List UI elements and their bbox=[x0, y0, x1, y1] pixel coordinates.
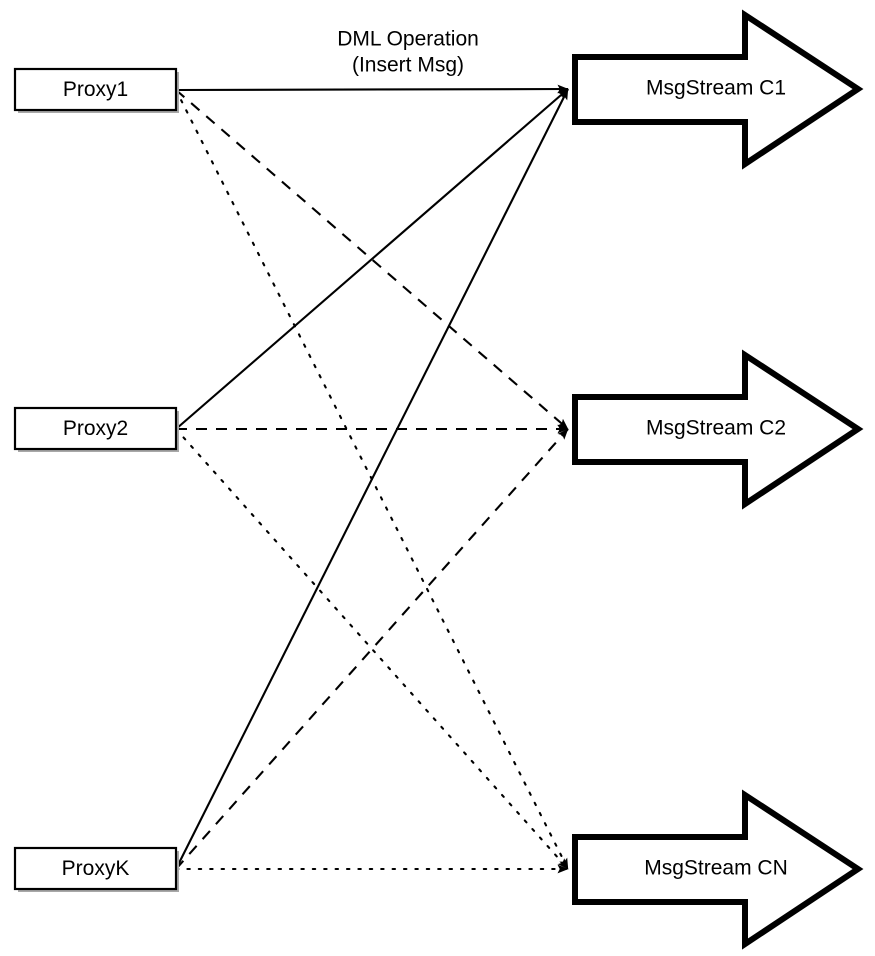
links-layer bbox=[174, 84, 570, 874]
proxy-box bbox=[13, 846, 178, 891]
block-arrow-icon bbox=[572, 9, 864, 170]
proxy-node-proxy2[interactable]: Proxy2 bbox=[13, 406, 179, 452]
message-stream-label: MsgStream C2 bbox=[646, 417, 786, 440]
message-stream-label: MsgStream CN bbox=[644, 857, 788, 880]
link-line-dashed bbox=[175, 89, 569, 430]
message-streams-layer: MsgStream C1 MsgStream C2 MsgStream CN bbox=[572, 9, 864, 950]
link-proxy2-to-cn bbox=[174, 427, 570, 871]
proxy-label: Proxy2 bbox=[63, 417, 128, 440]
message-stream-msgstream-cn[interactable]: MsgStream CN bbox=[572, 789, 864, 950]
proxy-node-proxyk[interactable]: ProxyK bbox=[13, 846, 179, 892]
proxy-box bbox=[13, 406, 178, 451]
message-stream-msgstream-c1[interactable]: MsgStream C1 bbox=[572, 9, 864, 170]
proxy-label: ProxyK bbox=[62, 857, 130, 880]
message-stream-label: MsgStream C1 bbox=[646, 77, 786, 100]
annotations-layer: DML Operation (Insert Msg) bbox=[337, 28, 479, 77]
dml-operation-label-line1: DML Operation bbox=[337, 28, 479, 51]
dml-operation-label-line2: (Insert Msg) bbox=[352, 54, 464, 77]
link-proxy2-to-c1 bbox=[175, 88, 569, 430]
link-proxy1-to-c1 bbox=[175, 84, 569, 94]
proxy-box bbox=[13, 67, 178, 112]
link-line-dotted bbox=[174, 427, 570, 871]
block-arrow-icon bbox=[572, 349, 864, 510]
link-line-solid bbox=[175, 84, 569, 94]
block-arrow-icon bbox=[572, 789, 864, 950]
link-proxy1-to-c2 bbox=[175, 89, 569, 430]
link-line-solid bbox=[175, 88, 569, 870]
link-line-solid bbox=[175, 88, 569, 430]
message-stream-msgstream-c2[interactable]: MsgStream C2 bbox=[572, 349, 864, 510]
link-proxyk-to-c1 bbox=[175, 88, 569, 870]
proxy-label: Proxy1 bbox=[63, 78, 128, 101]
proxy-node-proxy1[interactable]: Proxy1 bbox=[13, 67, 179, 113]
